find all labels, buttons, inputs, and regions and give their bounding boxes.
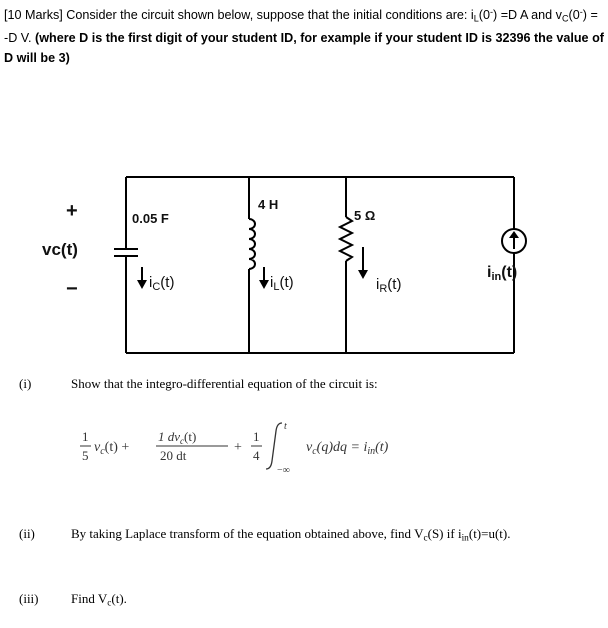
vc-plus-label: + [66, 200, 78, 222]
eq-frac2-den: 20 dt [160, 448, 187, 463]
integral-sign-icon [265, 422, 283, 470]
intro-part5: ) = -D V. [4, 8, 598, 46]
eq-vc-term: vc(t) + [94, 440, 129, 457]
intro-part2: (0 [478, 8, 490, 23]
question-text: By taking Laplace transform of the equat… [71, 526, 511, 544]
question-text: Find Vc(t). [71, 591, 127, 609]
intro-part3: ) =D A and v [493, 8, 562, 23]
ic-label: iC(t) [149, 274, 174, 293]
eq-integral-lower: −∞ [277, 465, 290, 475]
eq-frac2-num: 1 dvc(t) [158, 429, 196, 446]
eq-plus: + [234, 440, 242, 455]
intro-bold-note: (where D is the first digit of your stud… [4, 31, 604, 66]
eq-integrand: vc(q)dq = iin(t) [306, 440, 389, 457]
question-number: (i) [19, 376, 32, 391]
resistor-value: 5 Ω [354, 208, 375, 223]
question-number: (ii) [19, 526, 35, 541]
circuit-diagram: + vc(t) − 0.05 F 4 H 5 Ω iC(t) iL(t) iR(… [42, 176, 527, 354]
intro-part4: (0 [568, 8, 580, 23]
question-text: Show that the integro-differential equat… [71, 376, 378, 391]
minus-superscript-2: - [579, 7, 583, 17]
eq-integral-upper: t [284, 421, 287, 432]
vc-subscript: C [561, 13, 569, 24]
vc-minus-label: − [66, 278, 78, 300]
current-source-arrow-icon [509, 231, 519, 249]
il-subscript: L [473, 13, 479, 24]
il-arrow-icon [259, 267, 269, 289]
intro-part1: [10 Marks] Consider the circuit shown be… [4, 8, 474, 23]
resistor-zigzag [337, 216, 355, 262]
eq-frac1-den: 5 [82, 448, 89, 463]
question-number: (iii) [19, 591, 39, 606]
iin-label: iin(t) [487, 264, 517, 283]
integro-differential-equation: 1 5 vc(t) + 1 dvc(t) 20 dt + 1 4 t −∞ vc… [80, 421, 389, 475]
vc-label: vc(t) [42, 240, 78, 259]
minus-superscript-1: - [489, 7, 493, 17]
il-label: iL(t) [270, 274, 294, 293]
problem-statement: [10 Marks] Consider the circuit shown be… [4, 2, 604, 68]
eq-frac1-num: 1 [82, 429, 89, 444]
ir-arrow-icon [358, 247, 368, 279]
inductor-value: 4 H [258, 197, 278, 212]
inductor-coil [248, 218, 256, 270]
ic-arrow-icon [137, 267, 147, 289]
ir-label: iR(t) [376, 276, 401, 295]
eq-frac3-num: 1 [253, 429, 260, 444]
eq-frac3-den: 4 [253, 448, 260, 463]
capacitor-value: 0.05 F [132, 211, 169, 226]
